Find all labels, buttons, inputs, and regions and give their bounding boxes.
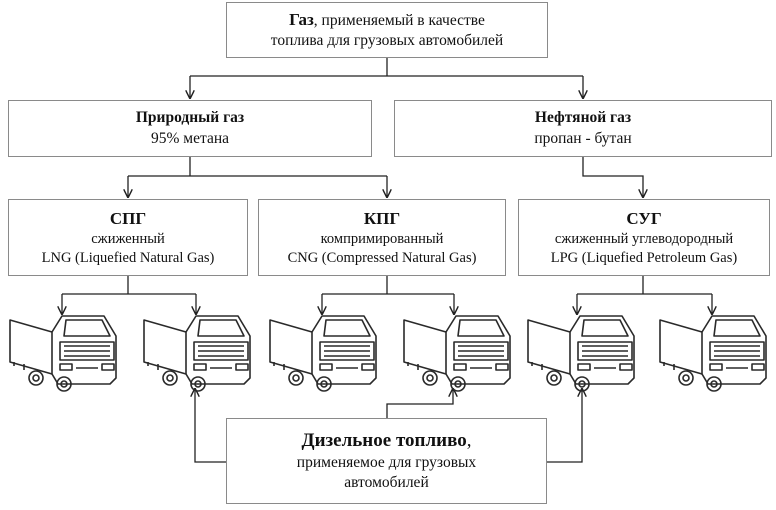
box-diesel: Дизельное топливо, применяемое для грузо… — [226, 418, 547, 504]
diesel-line3: автомобилей — [344, 474, 429, 492]
arrow-diesel-t2 — [195, 389, 226, 463]
diesel-line2: применяемое для грузовых — [296, 454, 477, 472]
connector-lpg — [577, 276, 712, 295]
truck-icon — [659, 315, 767, 392]
truck-icon — [403, 315, 511, 392]
petroleum-gas-title: Нефтяной газ — [534, 109, 632, 127]
gas-fuel-title-rest: , применяемый в качестве — [313, 11, 485, 29]
lpg-line2: сжиженный углеводородный — [554, 230, 734, 247]
gas-fuel-line2: топлива для грузовых автомобилей — [270, 32, 504, 49]
natural-gas-subtitle: 95% метана — [151, 129, 229, 147]
box-lng: СПГ сжиженный LNG (Liquefied Natural Gas… — [8, 199, 248, 276]
connector-top — [190, 58, 583, 77]
connector-natural — [128, 157, 387, 177]
gas-fuel-title: Газ — [289, 9, 314, 29]
cng-line3: CNG (Compressed Natural Gas) — [287, 249, 477, 266]
truck-icon — [527, 315, 635, 392]
lng-line3: LNG (Liquefied Natural Gas) — [41, 249, 215, 266]
box-petroleum-gas: Нефтяной газ пропан - бутан — [394, 100, 772, 157]
box-natural-gas: Природный газ 95% метана — [8, 100, 372, 157]
box-cng: КПГ компримированный CNG (Compressed Nat… — [258, 199, 506, 276]
lng-line2: сжиженный — [91, 230, 165, 247]
cng-title: КПГ — [363, 208, 401, 228]
box-gas-fuel: Газ, применяемый в качестве топлива для … — [226, 2, 548, 58]
natural-gas-title: Природный газ — [135, 109, 245, 127]
arrow-diesel-t5 — [547, 389, 582, 463]
lng-title: СПГ — [109, 208, 147, 228]
connector-cng — [322, 276, 454, 295]
box-lpg: СУГ сжиженный углеводородный LPG (Liquef… — [518, 199, 770, 276]
truck-icon — [9, 315, 117, 392]
petroleum-gas-subtitle: пропан - бутан — [534, 129, 632, 147]
truck-icon — [143, 315, 251, 392]
lpg-title: СУГ — [626, 208, 662, 228]
connector-lng — [62, 276, 196, 295]
arrow-diesel-t4 — [386, 389, 453, 418]
lpg-line3: LPG (Liquefied Petroleum Gas) — [550, 249, 738, 266]
cng-line2: компримированный — [320, 230, 444, 247]
arrow-petroleum-lpg — [582, 157, 643, 197]
diesel-comma: , — [466, 429, 472, 451]
truck-icon — [269, 315, 377, 392]
diesel-title: Дизельное топливо — [301, 429, 467, 451]
